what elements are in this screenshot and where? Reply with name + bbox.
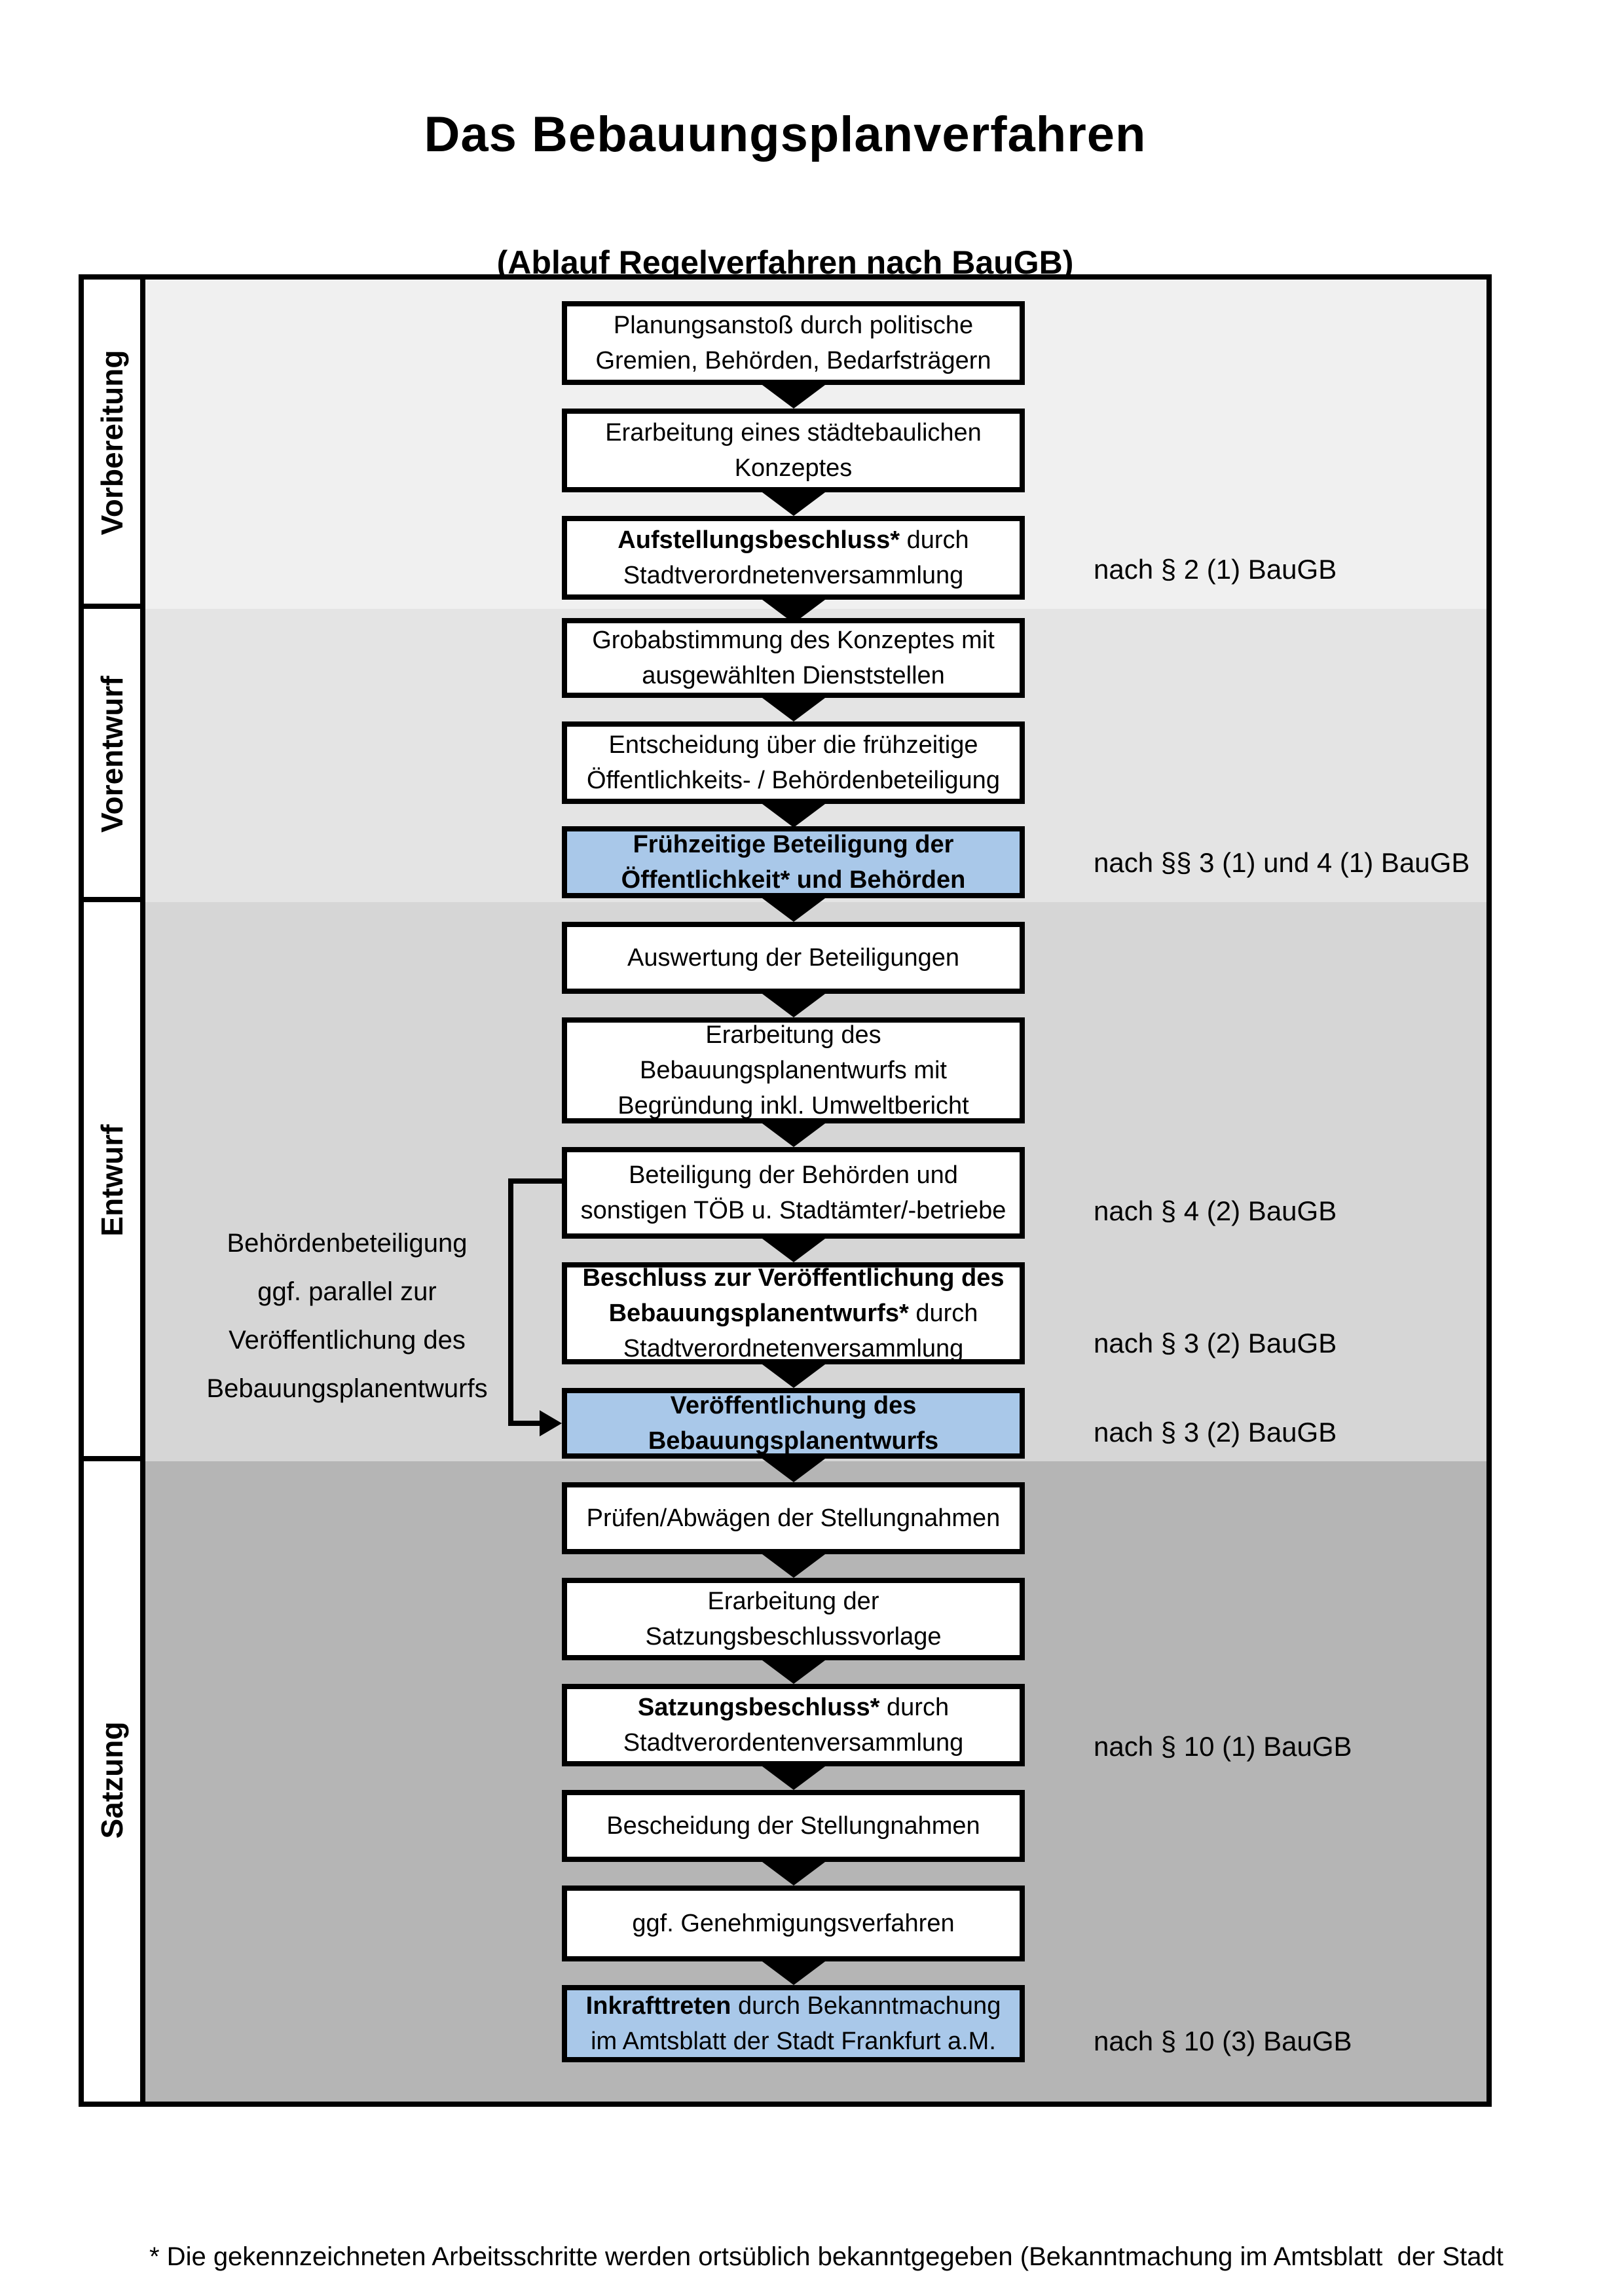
flow-box-planungsanstoss: Planungsanstoß durch politische Gremien,… xyxy=(562,301,1025,385)
flow-box-staedtebauliches-konzept: Erarbeitung eines städtebaulichen Konzep… xyxy=(562,409,1025,492)
legal-reference: nach § 2 (1) BauGB xyxy=(1094,554,1337,585)
arrow-down-icon xyxy=(762,804,825,828)
bracket-line xyxy=(508,1178,562,1184)
legal-reference: nach § 4 (2) BauGB xyxy=(1094,1195,1337,1226)
flow-box-bescheidung: Bescheidung der Stellungnahmen xyxy=(562,1790,1025,1862)
arrow-down-icon xyxy=(762,1862,825,1886)
flow-box-fruehzeitige-beteiligung: Frühzeitige Beteiligung der Öffentlichke… xyxy=(562,826,1025,898)
flow-box-inkrafttreten: Inkrafttreten durch Bekanntmachung im Am… xyxy=(562,1985,1025,2062)
flow-box-beteiligung-behoerden: Beteiligung der Behörden und sonstigen T… xyxy=(562,1147,1025,1239)
phase-cell-vorbereitung xyxy=(84,280,145,609)
flow-box-erarbeitung-entwurf: Erarbeitung des Bebauungsplanentwurfs mi… xyxy=(562,1017,1025,1123)
legal-reference: nach §§ 3 (1) und 4 (1) BauGB xyxy=(1094,847,1470,878)
arrow-down-icon xyxy=(762,1660,825,1684)
flow-box-pruefen-abwaegen: Prüfen/Abwägen der Stellungnahmen xyxy=(562,1482,1025,1554)
flow-box-entscheidung-fruehzeitige: Entscheidung über die frühzeitige Öffent… xyxy=(562,721,1025,804)
phase-cell-entwurf xyxy=(84,902,145,1461)
flow-box-beschluss-veroeffentlichung: Beschluss zur Veröffentlichung des Bebau… xyxy=(562,1262,1025,1364)
arrow-down-icon xyxy=(762,1554,825,1578)
arrow-down-icon xyxy=(762,385,825,409)
legal-reference: nach § 10 (1) BauGB xyxy=(1094,1731,1352,1762)
diagram-frame xyxy=(79,274,1492,2107)
flow-box-grobabstimmung: Grobabstimmung des Konzeptes mit ausgewä… xyxy=(562,618,1025,698)
arrow-right-icon xyxy=(540,1410,562,1436)
arrow-down-icon xyxy=(762,994,825,1017)
flow-box-genehmigungsverfahren: ggf. Genehmigungsverfahren xyxy=(562,1886,1025,1961)
arrow-down-icon xyxy=(762,1766,825,1790)
flow-box-aufstellungsbeschluss: Aufstellungsbeschluss* durch Stadtverord… xyxy=(562,516,1025,600)
arrow-down-icon xyxy=(762,1123,825,1147)
bracket-line xyxy=(508,1178,513,1426)
footnote: * Die gekennzeichneten Arbeitsschritte w… xyxy=(149,2149,1538,2296)
arrow-down-icon xyxy=(762,1961,825,1985)
side-note-behoerdenbeteiligung: Behördenbeteiligung ggf. parallel zur Ve… xyxy=(206,1229,488,1403)
legal-reference: nach § 3 (2) BauGB xyxy=(1094,1417,1337,1448)
phase-cell-vorentwurf xyxy=(84,609,145,902)
arrow-down-icon xyxy=(762,1364,825,1388)
legal-reference: nach § 3 (2) BauGB xyxy=(1094,1328,1337,1358)
legal-reference: nach § 10 (3) BauGB xyxy=(1094,2026,1352,2056)
arrow-down-icon xyxy=(762,898,825,922)
arrow-down-icon xyxy=(762,698,825,721)
arrow-down-icon xyxy=(762,492,825,516)
arrow-down-icon xyxy=(762,1459,825,1482)
flow-box-auswertung: Auswertung der Beteiligungen xyxy=(562,922,1025,994)
footnote-line: * Die gekennzeichneten Arbeitsschritte w… xyxy=(149,2242,1504,2271)
flow-box-satzungsbeschlussvorlage: Erarbeitung der Satzungsbeschlussvorlage xyxy=(562,1578,1025,1660)
bracket-line xyxy=(508,1421,541,1426)
phase-cell-satzung xyxy=(84,1461,145,2102)
flow-box-satzungsbeschluss: Satzungsbeschluss* durch Stadtverordente… xyxy=(562,1684,1025,1766)
flow-box-veroeffentlichung: Veröffentlichung des Bebauungsplanentwur… xyxy=(562,1388,1025,1459)
page-title: Das Bebauungsplanverfahren xyxy=(424,107,1147,162)
arrow-down-icon xyxy=(762,1239,825,1262)
